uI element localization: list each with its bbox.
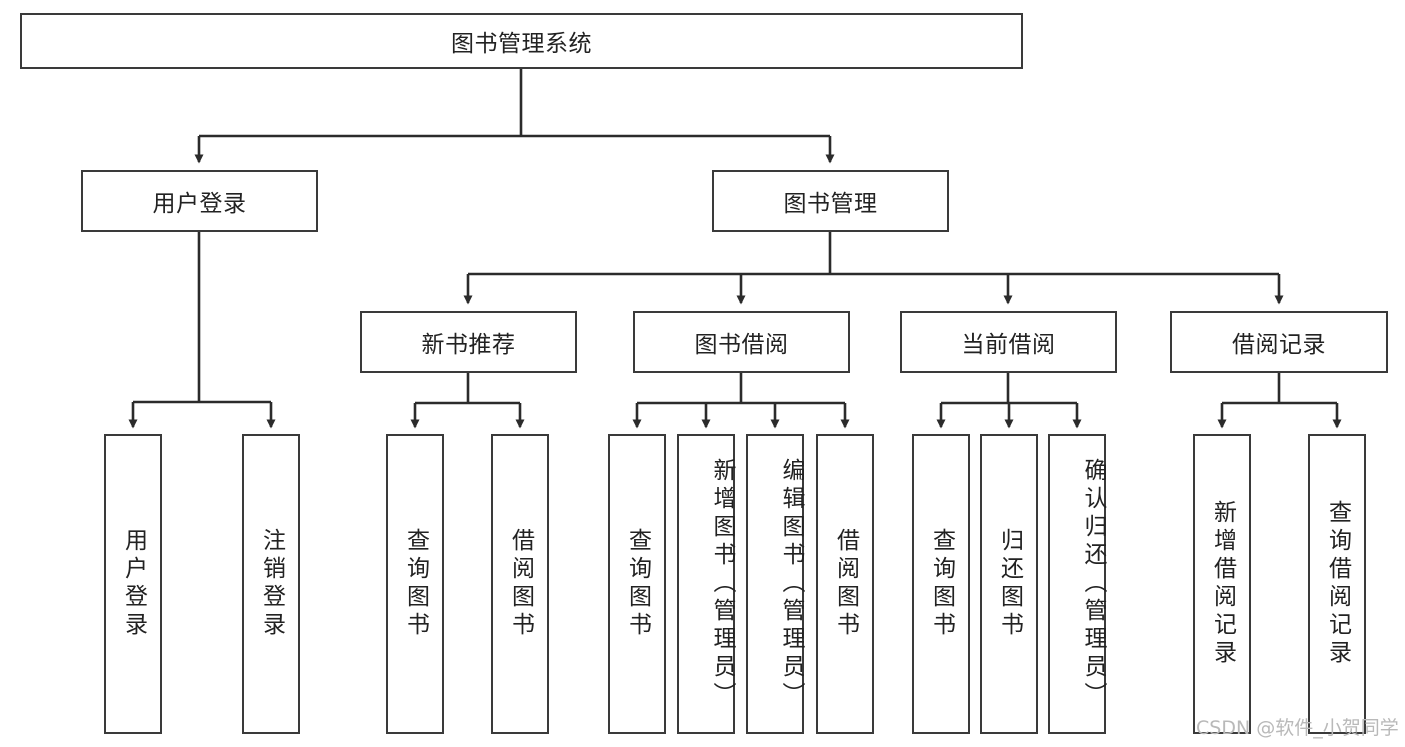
node-label: 新增图书（管理员） (709, 458, 735, 710)
node-label: 图书管理 (783, 191, 878, 217)
node-label: 借阅图书 (507, 528, 534, 640)
node-leaf-user-login[interactable]: 用户登录 (104, 434, 162, 734)
node-book-management[interactable]: 图书管理 (712, 170, 949, 232)
node-label: 查询借阅记录 (1324, 500, 1351, 668)
node-borrow-record[interactable]: 借阅记录 (1170, 311, 1388, 373)
node-leaf-currentborrow-query-book[interactable]: 查询图书 (912, 434, 970, 734)
node-leaf-bookborrow-edit-book-admin[interactable]: 编辑图书（管理员） (746, 434, 804, 734)
node-leaf-currentborrow-return-book[interactable]: 归还图书 (980, 434, 1038, 734)
node-label: 查询图书 (928, 528, 955, 640)
node-label: 查询图书 (624, 528, 651, 640)
node-label: 用户登录 (152, 191, 247, 217)
node-label: 借阅图书 (832, 528, 859, 640)
node-label: 查询图书 (402, 528, 429, 640)
node-book-borrow[interactable]: 图书借阅 (633, 311, 850, 373)
node-label: 编辑图书（管理员） (778, 458, 804, 710)
node-leaf-logout[interactable]: 注销登录 (242, 434, 300, 734)
node-label: 当前借阅 (961, 332, 1056, 358)
node-leaf-newbook-borrow-book[interactable]: 借阅图书 (491, 434, 549, 734)
node-leaf-newbook-query-book[interactable]: 查询图书 (386, 434, 444, 734)
node-leaf-bookborrow-add-book-admin[interactable]: 新增图书（管理员） (677, 434, 735, 734)
node-current-borrow[interactable]: 当前借阅 (900, 311, 1117, 373)
node-new-book-recommend[interactable]: 新书推荐 (360, 311, 577, 373)
node-label: 借阅记录 (1232, 332, 1326, 358)
node-label: 图书管理系统 (451, 31, 592, 57)
node-label: 用户登录 (120, 528, 147, 640)
watermark-text: CSDN @软件_小贺同学 (1196, 717, 1399, 739)
node-leaf-borrowrecord-query-record[interactable]: 查询借阅记录 (1308, 434, 1366, 734)
node-label: 注销登录 (258, 528, 285, 640)
node-label: 新增借阅记录 (1209, 500, 1236, 668)
node-label: 图书借阅 (694, 332, 789, 358)
node-root-book-management-system[interactable]: 图书管理系统 (20, 13, 1023, 69)
node-label: 确认归还（管理员） (1080, 458, 1106, 710)
node-leaf-bookborrow-query-book[interactable]: 查询图书 (608, 434, 666, 734)
node-user-login[interactable]: 用户登录 (81, 170, 318, 232)
node-leaf-currentborrow-confirm-return-admin[interactable]: 确认归还（管理员） (1048, 434, 1106, 734)
node-label: 归还图书 (996, 528, 1023, 640)
node-leaf-bookborrow-borrow-book[interactable]: 借阅图书 (816, 434, 874, 734)
node-label: 新书推荐 (421, 332, 516, 358)
node-leaf-borrowrecord-add-record[interactable]: 新增借阅记录 (1193, 434, 1251, 734)
